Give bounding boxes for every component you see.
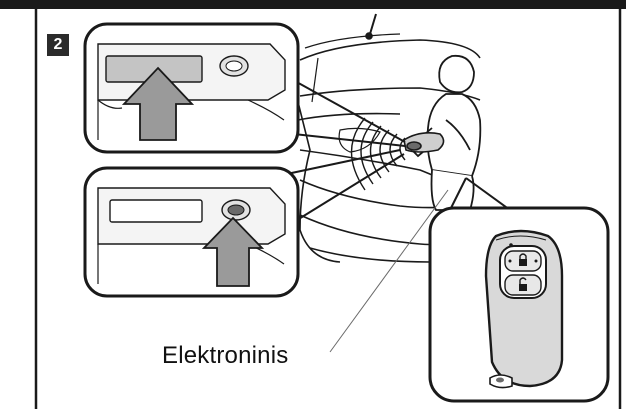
key-caption: Elektroninis bbox=[162, 342, 289, 369]
key-inset bbox=[428, 206, 610, 403]
top-rule bbox=[0, 0, 626, 9]
lock-icon bbox=[519, 253, 527, 266]
step-number-badge: 2 bbox=[47, 34, 69, 56]
top-inset bbox=[83, 22, 300, 154]
door-handle bbox=[403, 132, 445, 153]
smart-key-fob bbox=[484, 229, 564, 389]
bottom-inset bbox=[83, 166, 300, 298]
up-arrow-icon bbox=[121, 66, 195, 141]
up-arrow-icon bbox=[201, 216, 265, 287]
unlock-icon bbox=[519, 277, 527, 291]
